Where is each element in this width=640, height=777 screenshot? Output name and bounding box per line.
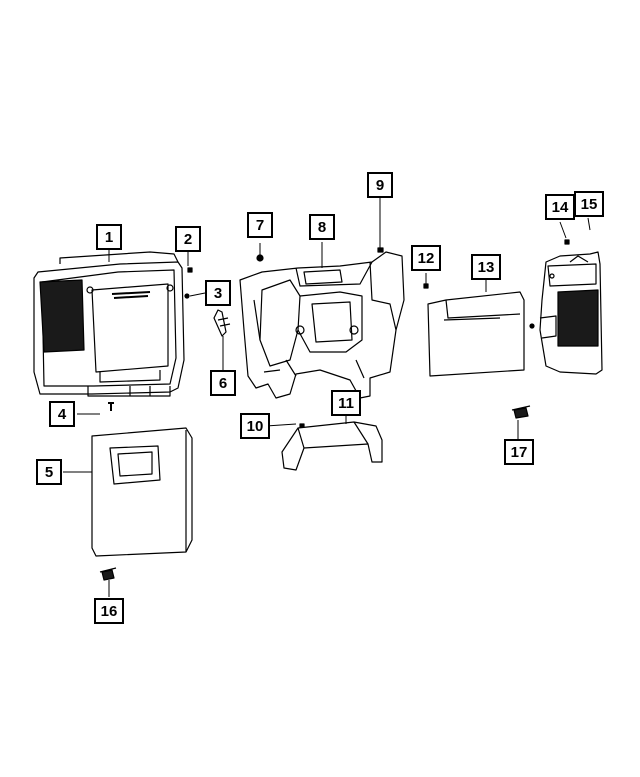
clip-16 bbox=[99, 567, 117, 581]
callout-12[interactable]: 12 bbox=[411, 245, 441, 271]
callout-5[interactable]: 5 bbox=[36, 459, 62, 485]
callout-14[interactable]: 14 bbox=[545, 194, 575, 220]
side-cover-13 bbox=[427, 291, 535, 377]
screw-3 bbox=[184, 293, 190, 299]
clip-14 bbox=[564, 239, 570, 245]
callout-2[interactable]: 2 bbox=[175, 226, 201, 252]
leader-lines bbox=[63, 198, 591, 597]
callout-4[interactable]: 4 bbox=[49, 401, 75, 427]
glove-box-door bbox=[91, 427, 193, 557]
callout-8[interactable]: 8 bbox=[309, 214, 335, 240]
callout-10[interactable]: 10 bbox=[240, 413, 270, 439]
callout-16[interactable]: 16 bbox=[94, 598, 124, 624]
right-side-panel bbox=[539, 251, 603, 375]
callout-13[interactable]: 13 bbox=[471, 254, 501, 280]
callout-3[interactable]: 3 bbox=[205, 280, 231, 306]
screw-4 bbox=[108, 402, 114, 411]
callout-7[interactable]: 7 bbox=[247, 212, 273, 238]
callout-17[interactable]: 17 bbox=[504, 439, 534, 465]
callout-1[interactable]: 1 bbox=[96, 224, 122, 250]
trim-panel-11 bbox=[281, 421, 383, 471]
callout-9[interactable]: 9 bbox=[367, 172, 393, 198]
pad-9 bbox=[377, 247, 384, 253]
callout-6[interactable]: 6 bbox=[210, 370, 236, 396]
clip-2 bbox=[187, 267, 193, 273]
console-frame bbox=[239, 251, 405, 399]
callout-11[interactable]: 11 bbox=[331, 390, 361, 416]
latch-rod-6 bbox=[213, 309, 231, 337]
clip-12 bbox=[423, 283, 429, 289]
clip-17 bbox=[511, 405, 531, 419]
callout-15[interactable]: 15 bbox=[574, 191, 604, 217]
glove-box-bin bbox=[33, 251, 185, 397]
